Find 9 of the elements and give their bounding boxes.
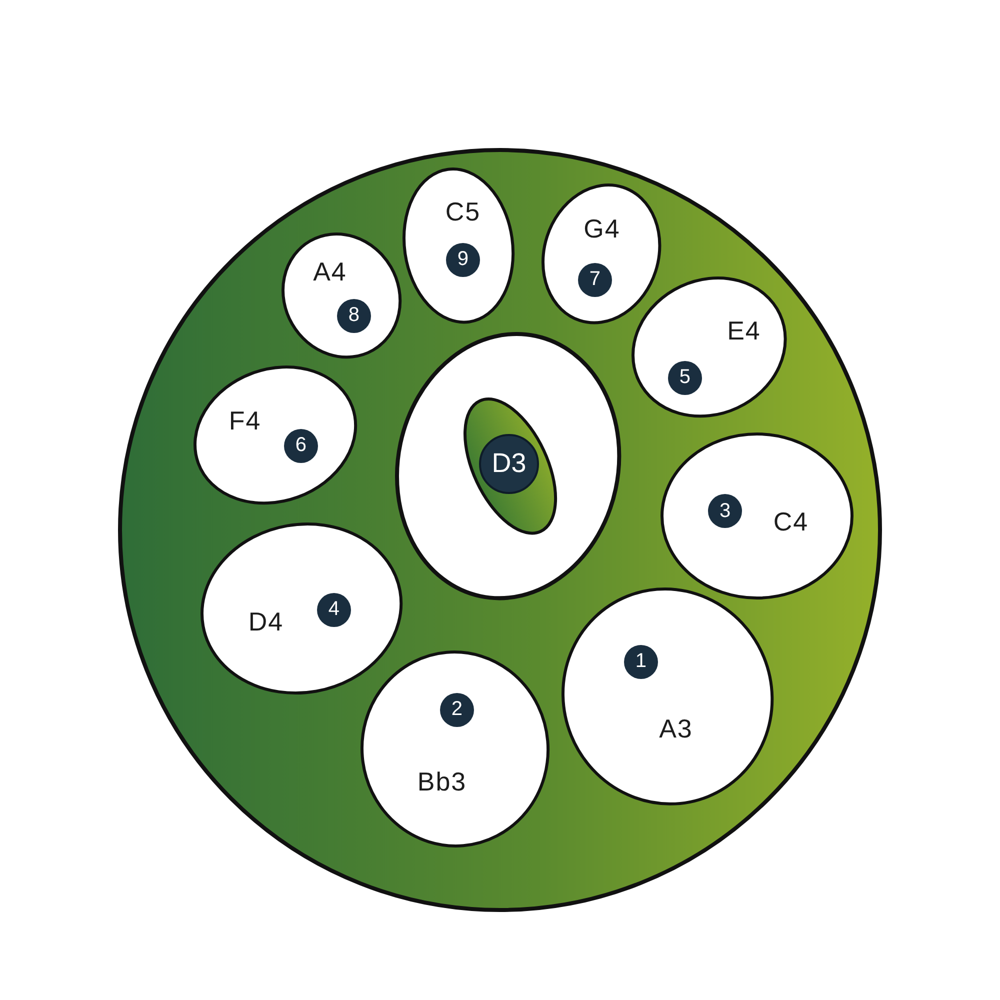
note-label: E4 (727, 315, 761, 346)
note-label: A3 (659, 713, 693, 744)
note-label: C5 (445, 196, 481, 228)
note-label: F4 (228, 405, 262, 436)
note-label: G4 (584, 213, 620, 244)
note-label: Bb3 (417, 766, 467, 798)
note-label: A4 (313, 256, 347, 288)
note-label: D4 (248, 606, 284, 638)
note-label: C4 (773, 506, 809, 538)
